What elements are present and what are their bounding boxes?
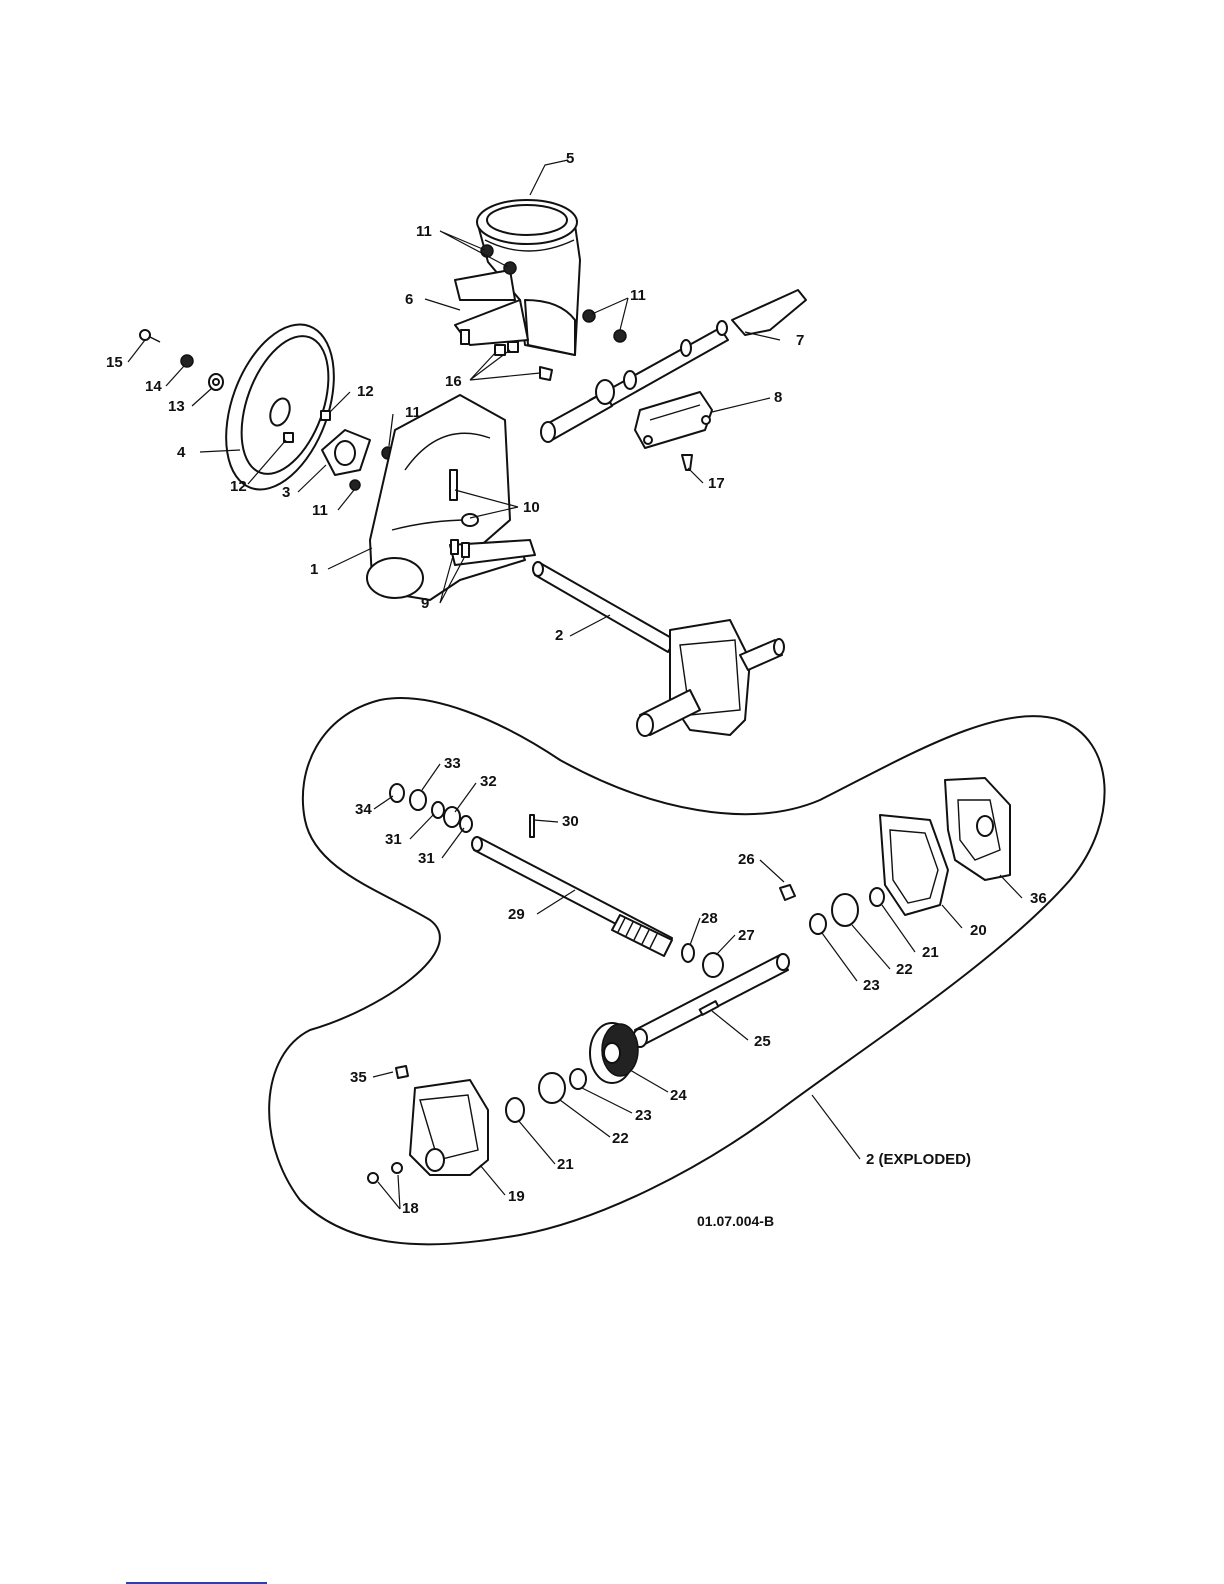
ring-part-34 <box>390 784 404 802</box>
callout-8: 8 <box>774 389 782 406</box>
bushing-part-27 <box>703 953 723 977</box>
nut-icon <box>481 245 493 257</box>
callout-29: 29 <box>508 906 525 923</box>
washer-part-23 <box>810 914 826 934</box>
drawing-number: 01.07.004-B <box>697 1213 774 1229</box>
nut-part-14 <box>181 355 193 367</box>
callout-24: 24 <box>670 1087 687 1104</box>
callout-30: 30 <box>562 813 579 830</box>
washer-part-28 <box>682 944 694 962</box>
callout-18: 18 <box>402 1200 419 1217</box>
callout-22: 22 <box>612 1130 629 1147</box>
callout-27: 27 <box>738 927 755 944</box>
worm-shaft-part-29 <box>472 837 672 956</box>
washer-part-23b <box>570 1069 586 1089</box>
callout-12: 12 <box>230 478 247 495</box>
callout-13: 13 <box>168 398 185 415</box>
callout-2: 2 <box>555 627 563 644</box>
callout-20: 20 <box>970 922 987 939</box>
plug-part-18 <box>368 1173 378 1183</box>
nut-icon <box>350 480 360 490</box>
callout-34: 34 <box>355 801 372 818</box>
bolt-part-15 <box>140 330 160 342</box>
washer-part-31 <box>432 802 444 818</box>
callout-31: 31 <box>418 850 435 867</box>
callout-16: 16 <box>445 373 462 390</box>
callout-11: 11 <box>312 502 328 519</box>
plug-part-18b <box>392 1163 402 1173</box>
callout-26: 26 <box>738 851 755 868</box>
callout-15: 15 <box>106 354 123 371</box>
bolt-part-9 <box>462 543 469 557</box>
callout-19: 19 <box>508 1188 525 1205</box>
callout-12: 12 <box>357 383 374 400</box>
nut-icon <box>504 262 516 274</box>
washer-icon <box>213 379 219 385</box>
key-part-30 <box>530 815 534 837</box>
callout-10: 10 <box>523 499 540 516</box>
ring-part-21b <box>506 1098 524 1122</box>
ring-part-21 <box>870 888 884 906</box>
gearbox-housing-part-19 <box>410 1080 488 1175</box>
bearing-flange-part-3 <box>322 430 370 475</box>
callout-31: 31 <box>385 831 402 848</box>
callout-33: 33 <box>444 755 461 772</box>
callout-11: 11 <box>630 287 646 304</box>
callout-25: 25 <box>754 1033 771 1050</box>
callout-11: 11 <box>405 404 421 421</box>
gearbox-housing-part-36 <box>945 778 1010 880</box>
callout-21: 21 <box>557 1156 574 1173</box>
callout-2-exploded: 2 (EXPLODED) <box>866 1151 971 1168</box>
bushing-part-22 <box>832 894 858 926</box>
callout-1: 1 <box>310 561 318 578</box>
callout-3: 3 <box>282 484 290 501</box>
callout-6: 6 <box>405 291 413 308</box>
callout-9: 9 <box>421 595 429 612</box>
callout-28: 28 <box>701 910 718 927</box>
nut-icon <box>583 310 595 322</box>
callout-23: 23 <box>635 1107 652 1124</box>
callout-14: 14 <box>145 378 162 395</box>
gearbox-assembly-part-2 <box>533 562 784 736</box>
callout-17: 17 <box>708 475 725 492</box>
callout-21: 21 <box>922 944 939 961</box>
screw-part-17 <box>682 455 692 470</box>
bolt-part-12 <box>321 411 330 420</box>
pulley-part-4 <box>205 310 354 504</box>
washer-part-31b <box>460 816 472 832</box>
callout-7: 7 <box>796 332 804 349</box>
worm-gear-part-24 <box>590 1023 638 1083</box>
nut-icon <box>614 330 626 342</box>
bearing-part-33 <box>410 790 426 810</box>
callout-11: 11 <box>416 223 432 240</box>
callout-5: 5 <box>566 150 574 167</box>
callout-23: 23 <box>863 977 880 994</box>
callout-4: 4 <box>177 444 186 461</box>
bolt-part-9 <box>451 540 458 554</box>
crank-bracket-part-8 <box>635 392 712 448</box>
bushing-part-22b <box>539 1073 565 1103</box>
callout-22: 22 <box>896 961 913 978</box>
callout-32: 32 <box>480 773 497 790</box>
fitting-part-35 <box>396 1066 408 1078</box>
callout-36: 36 <box>1030 890 1047 907</box>
vent-part-26 <box>780 885 795 900</box>
seal-part-32 <box>444 807 460 827</box>
callout-35: 35 <box>350 1069 367 1086</box>
